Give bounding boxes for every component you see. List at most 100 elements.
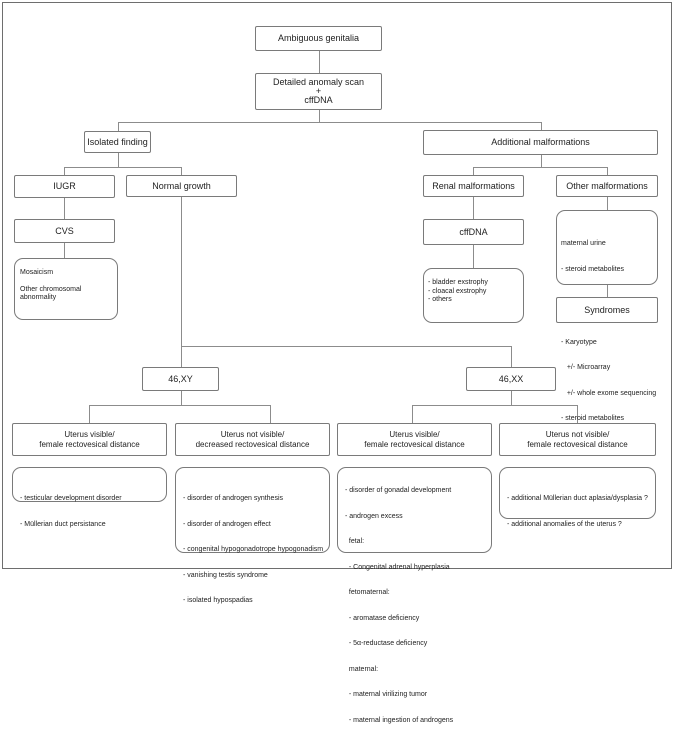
connector — [473, 197, 475, 219]
iugr-box: IUGR — [14, 175, 115, 198]
ambiguous-genitalia-box: Ambiguous genitalia — [255, 26, 382, 51]
connector — [181, 197, 183, 346]
cvs-results-box: Mosaicism Other chromosomal abnormality — [14, 258, 118, 320]
connector — [473, 167, 475, 175]
xy-uterus-visible-line1: Uterus visible/ — [64, 429, 115, 439]
connector — [607, 167, 609, 175]
other-list-item — [561, 291, 654, 296]
additional-malformations-label: Additional malformations — [491, 137, 590, 147]
xy-uterus-not-visible-line1: Uterus not visible/ — [220, 429, 285, 439]
other-list-item: - Karyotype — [561, 338, 597, 346]
cffdna-box: cffDNA — [423, 219, 524, 245]
xx-visible-list-item: fetomaternal: — [345, 589, 390, 596]
other-list-item: +/- Microarray — [561, 364, 611, 371]
isolated-finding-box: Isolated finding — [84, 131, 151, 153]
normal-growth-label: Normal growth — [152, 180, 211, 191]
other-list-item: - steroid metabolites — [561, 265, 625, 273]
cvs-result-item: Other chromosomal abnormality — [20, 285, 82, 302]
anomaly-scan-line: Detailed anomaly scan — [272, 77, 365, 87]
karyotype-46xy-box: 46,XY — [142, 367, 219, 391]
syndromes-box: Syndromes — [556, 297, 658, 323]
anomaly-scan-plus: + — [315, 86, 322, 96]
karyotype-46xx-label: 46,XX — [498, 373, 524, 384]
xy-visible-list-box: - testicular development disorder - Müll… — [12, 467, 167, 528]
connector — [89, 405, 91, 423]
connector — [181, 391, 183, 405]
connector — [607, 197, 609, 210]
cvs-result-item: Mosaicism — [20, 269, 54, 276]
xy-uterus-visible-box: Uterus visible/ female rectovesical dist… — [12, 423, 167, 456]
renal-malformations-box: Renal malformations — [423, 175, 524, 197]
connector — [89, 405, 271, 407]
renal-list-item: - others — [428, 296, 452, 303]
xy-visible-list-item: - Müllerian duct persistance — [20, 520, 106, 528]
xy-uterus-not-visible-box: Uterus not visible/ decreased rectovesic… — [175, 423, 330, 456]
connector — [181, 346, 512, 348]
xx-visible-list-item: - androgen excess — [345, 512, 403, 520]
xx-not-visible-list-item: - additional anomalies of the uterus ? — [507, 520, 622, 528]
connector — [118, 122, 120, 131]
connector — [64, 243, 66, 258]
additional-malformations-box: Additional malformations — [423, 130, 658, 155]
other-list-item: - steroid metabolites — [561, 415, 625, 422]
connector — [118, 153, 120, 167]
connector — [64, 198, 66, 219]
xy-visible-list-item: - testicular development disorder — [20, 495, 122, 502]
xy-not-visible-list-item: - disorder of androgen synthesis — [183, 495, 283, 502]
xx-visible-list-item: maternal: — [345, 665, 379, 673]
connector — [511, 346, 513, 367]
xy-uterus-not-visible-line2: decreased rectovesical distance — [195, 439, 310, 449]
other-list-item: maternal urine — [561, 240, 606, 247]
ambiguous-genitalia-label: Ambiguous genitalia — [277, 33, 360, 43]
other-list-item: +/- whole exome sequencing — [561, 389, 657, 397]
iugr-label: IUGR — [53, 181, 76, 191]
xy-uterus-visible-line2: female rectovesical distance — [39, 439, 140, 449]
connector — [412, 405, 578, 407]
isolated-finding-label: Isolated finding — [87, 136, 148, 147]
renal-list-item: - cloacal exstrophy — [428, 287, 487, 295]
renal-list-box: - bladder exstrophy - cloacal exstrophy … — [423, 268, 524, 323]
normal-growth-box: Normal growth — [126, 175, 237, 197]
connector — [118, 122, 542, 124]
cvs-box: CVS — [14, 219, 115, 243]
connector — [473, 245, 475, 268]
renal-list-item: - bladder exstrophy — [428, 279, 488, 286]
connector — [511, 391, 513, 405]
connector — [541, 122, 543, 130]
connector — [607, 285, 609, 297]
cffdna-label: cffDNA — [459, 226, 488, 237]
xx-visible-list-item: - disorder of gonadal development — [345, 487, 452, 494]
xx-visible-list-item: - 5α-reductase deficiency — [345, 640, 428, 647]
xx-uterus-not-visible-line2: female rectovesical distance — [527, 439, 628, 449]
connector — [412, 405, 414, 423]
xx-not-visible-list-item: - additional Müllerian duct aplasia/dysp… — [507, 495, 648, 502]
renal-malformations-label: Renal malformations — [432, 180, 515, 191]
karyotype-46xx-box: 46,XX — [466, 367, 556, 391]
cvs-label: CVS — [55, 225, 74, 236]
xx-visible-list-item: - maternal virilizing tumor — [345, 691, 428, 698]
connector — [541, 155, 543, 167]
cvs-result-item — [20, 278, 113, 286]
xx-uterus-not-visible-box: Uterus not visible/ female rectovesical … — [499, 423, 656, 456]
xx-uterus-visible-line1: Uterus visible/ — [389, 429, 440, 439]
xy-not-visible-list-item: - isolated hypospadias — [183, 597, 253, 604]
xy-not-visible-list-box: - disorder of androgen synthesis - disor… — [175, 467, 330, 604]
xx-visible-list-item: - aromatase deficiency — [345, 614, 420, 622]
karyotype-46xy-label: 46,XY — [168, 373, 193, 384]
xx-visible-list-item: fetal: — [345, 538, 365, 545]
xx-visible-list-item: - Congenital adrenal hyperplasia — [345, 563, 450, 571]
xx-visible-list-box: - disorder of gonadal development - andr… — [337, 467, 492, 724]
connector — [181, 167, 183, 175]
connector — [473, 167, 608, 169]
connector — [64, 167, 181, 169]
anomaly-scan-cffdna: cffDNA — [304, 95, 333, 105]
xy-not-visible-list-item: - disorder of androgen effect — [183, 520, 271, 528]
xx-uterus-visible-box: Uterus visible/ female rectovesical dist… — [337, 423, 492, 456]
connector — [577, 405, 579, 423]
xx-not-visible-list-box: - additional Müllerian duct aplasia/dysp… — [499, 467, 656, 528]
connector — [181, 346, 183, 367]
other-malformations-list-box: maternal urine - steroid metabolites amn… — [556, 210, 658, 422]
connector — [319, 110, 321, 122]
xy-not-visible-list-item: - congenital hypogonadotrope hypogonadis… — [183, 546, 324, 553]
xx-uterus-not-visible-line1: Uterus not visible/ — [545, 429, 610, 439]
